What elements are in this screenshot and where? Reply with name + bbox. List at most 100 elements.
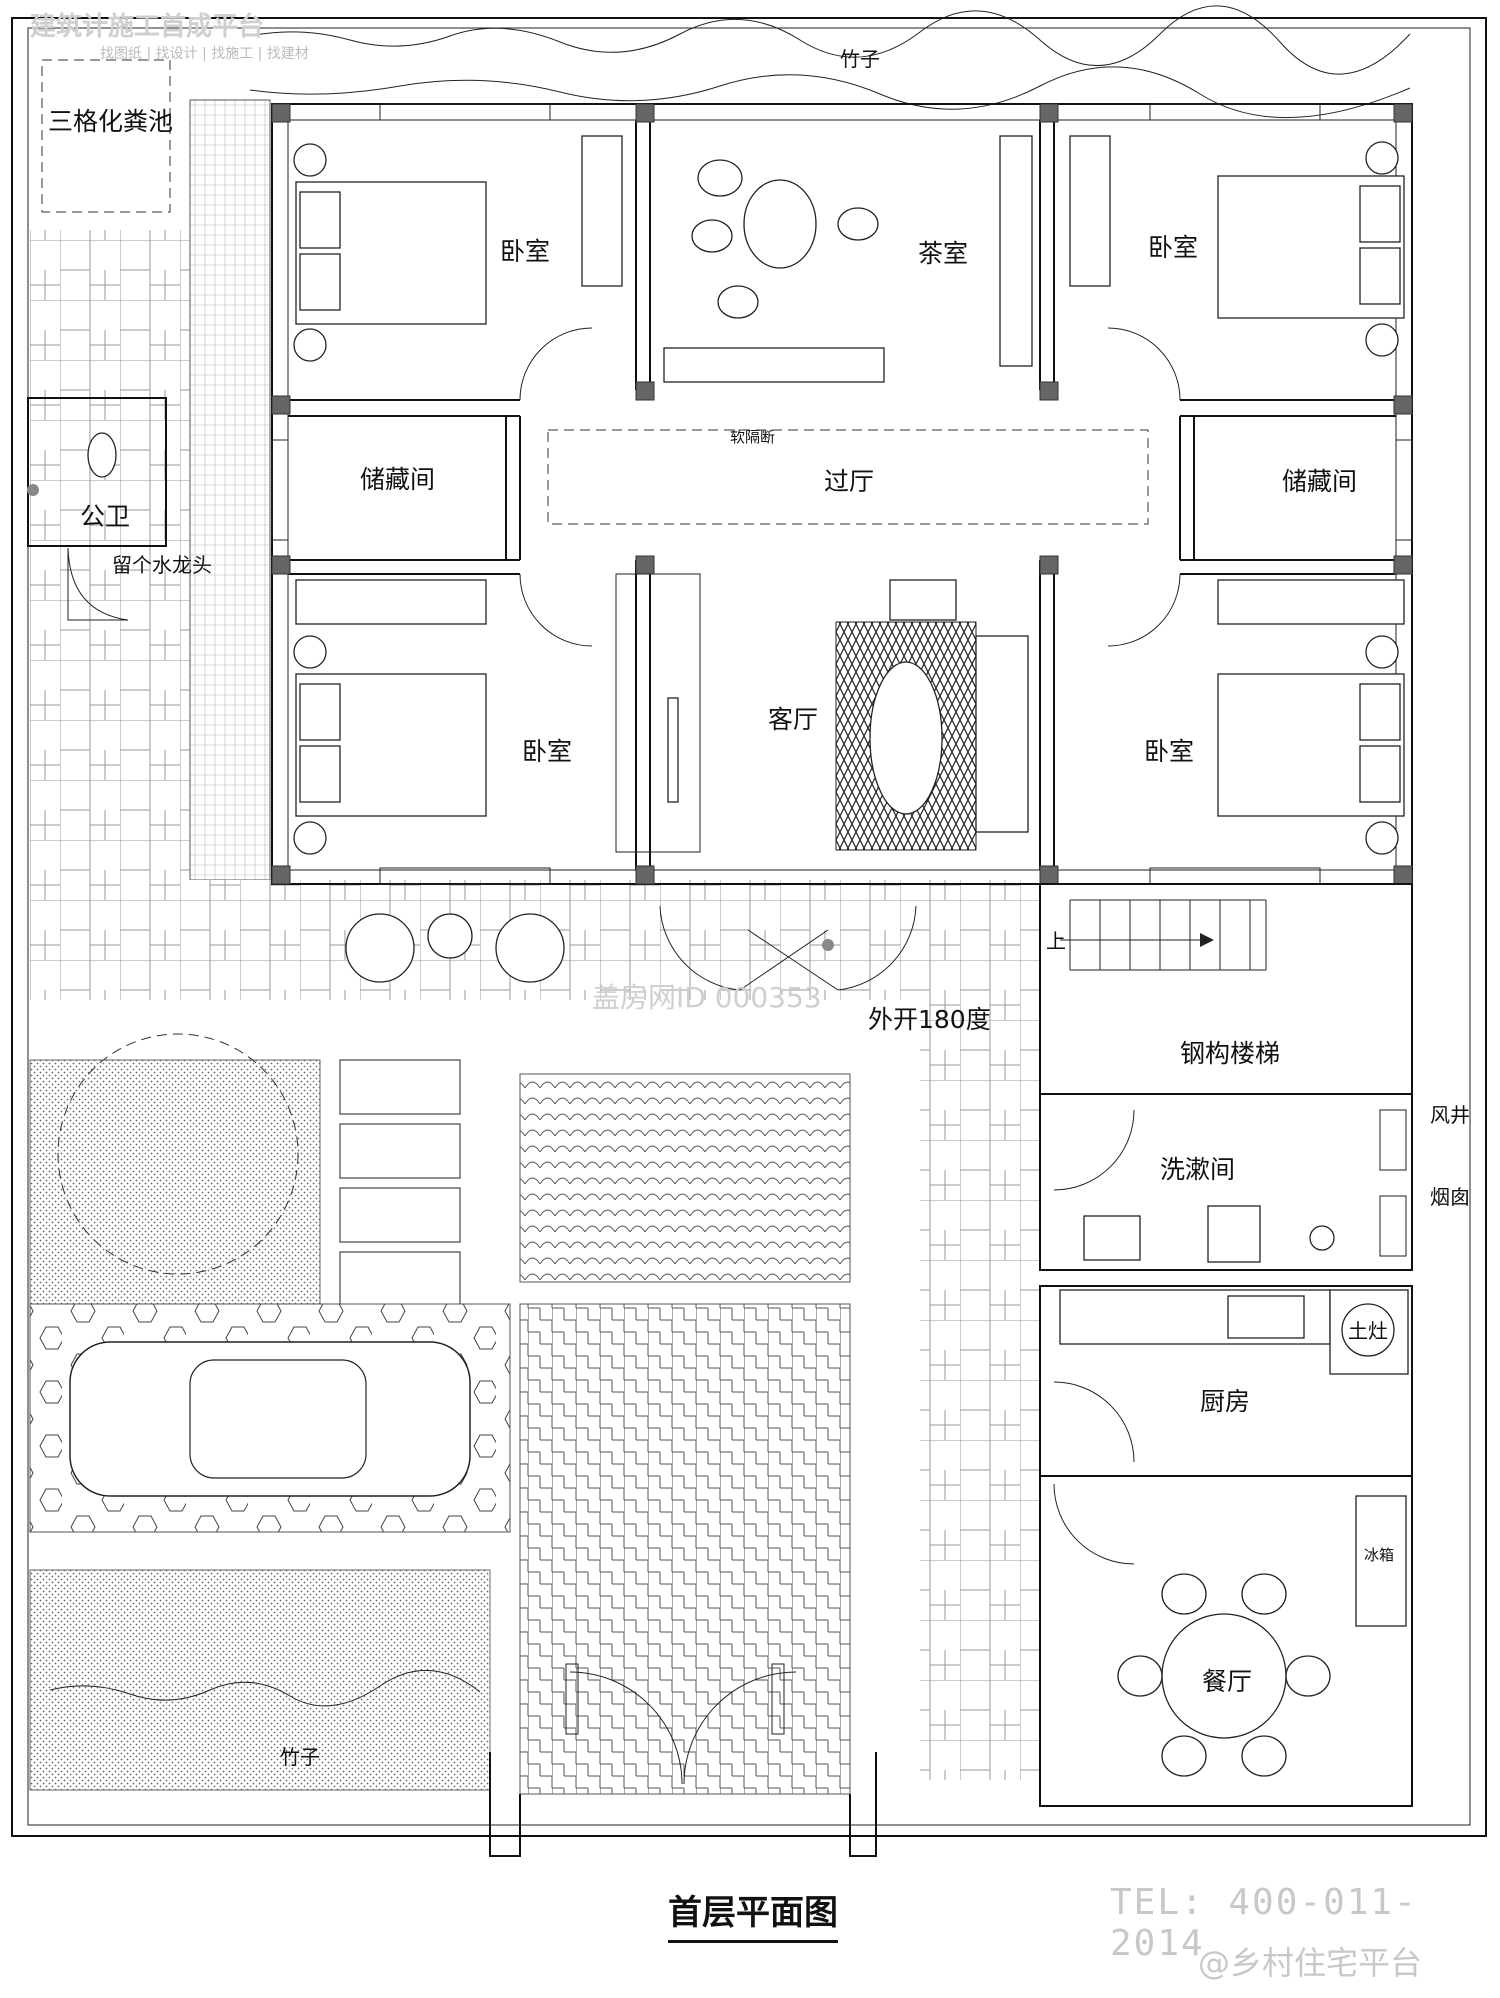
pillow-sw-b [299,745,341,803]
herringbone-paving [519,1303,851,1795]
nightstand-sw-b [293,821,327,855]
faucet-label: 留个水龙头 [112,553,212,577]
nightstand-se-b [1365,821,1399,855]
public-wc [27,397,167,547]
pillow-nw-a [299,191,341,249]
partition-walls [288,120,1396,870]
steel-stair-label: 钢构楼梯 [1180,1039,1280,1068]
fridge-label: 冰箱 [1364,1546,1394,1564]
stair-up-label: 上 [1046,929,1066,953]
washer [1207,1205,1261,1263]
nightstand-sw-a [293,635,327,669]
sofa [975,635,1029,833]
door-pivot-marker [822,939,834,951]
pillow-nw-b [299,253,341,311]
watermark-logo: 建筑计施工首成平台 找图纸 | 找设计 | 找施工 | 找建材 [30,6,309,63]
lawn-nw [29,1059,321,1311]
bamboo-bottom-label: 竹子 [280,1745,320,1769]
tv-wall [667,697,679,803]
windows [271,103,1413,885]
storage-e-label: 储藏间 [1282,467,1357,496]
bedroom-ne-label: 卧室 [1148,233,1198,262]
wardrobe-se [1217,579,1405,625]
contact-tel: TEL: 400-011-2014 [1110,1882,1418,1964]
drawing-title: 首层平面图 [668,1885,838,1943]
front-gate-doors [565,1663,797,1785]
nightstand-nw-b [293,328,327,362]
septic-tank [41,59,171,213]
side-paving [920,1000,1040,1780]
dining-door [1053,1483,1135,1565]
coffee-table [869,661,943,815]
plot-boundary [11,17,1487,1837]
bamboo-top-label: 竹子 [840,47,880,71]
water-heater [1309,1225,1335,1251]
watermark-logo-main: 建筑计施工首成平台 [30,12,265,42]
structural-columns [271,103,1413,885]
wardrobe-ne [1069,135,1111,287]
soft-partition-label: 软隔断 [730,428,775,446]
pillow-se-b [1359,745,1401,803]
pillow-ne-b [1359,247,1401,305]
nightstand-nw-a [293,143,327,177]
nightstand-ne-b [1365,323,1399,357]
laundry-door [1053,1109,1135,1191]
bedroom-sw-label: 卧室 [522,737,572,766]
car-icon [69,1341,471,1497]
left-paving [30,230,190,960]
hall-doors [519,327,1181,647]
laundry-sink [1083,1215,1141,1261]
front-gate-posts [489,1752,877,1857]
hall-label: 过厅 [824,467,874,496]
public-wc-label: 公卫 [80,502,130,531]
pillow-ne-a [1359,185,1401,243]
bamboo-strip-top [249,5,1411,118]
stove-label: 土灶 [1348,1319,1388,1343]
tv-cabinet [615,573,701,853]
stair-arrowhead [1200,933,1214,947]
bamboo-strip-bottom [49,1669,481,1707]
nightstand-se-a [1365,635,1399,669]
inner-courtyard-line [27,27,1471,1826]
tea-bench [663,347,885,383]
entrance-doors [659,905,917,991]
stepping-stones [339,1059,461,1307]
kitchen-label: 厨房 [1200,1387,1250,1416]
pillow-sw-a [299,683,341,741]
lawn-sw [29,1569,491,1791]
septic-tank-label: 三格化粪池 [48,107,173,136]
cooktop [1227,1295,1305,1339]
wc-door-swing [67,547,129,621]
stair-treads [1069,899,1267,971]
air-shaft-label: 风井 [1430,1103,1470,1127]
wardrobe-nw [581,135,623,287]
tea-room-label: 茶室 [918,239,968,268]
earth-stove-ring [1341,1303,1395,1357]
pillow-se-a [1359,683,1401,741]
laundry-label: 洗漱间 [1160,1155,1235,1184]
hall-ceiling-outline [547,429,1149,525]
porch-chairs [345,913,565,983]
laundry-room [1039,1093,1413,1271]
living-room-label: 客厅 [768,705,818,734]
wood-deck-strip [189,99,271,881]
dining-label: 餐厅 [1202,1667,1252,1696]
chimney-label: 烟囱 [1430,1185,1470,1209]
air-shaft [1379,1109,1407,1171]
kitchen-door [1053,1381,1135,1463]
nightstand-ne-a [1365,141,1399,175]
dining-room [1039,1475,1413,1807]
squat-toilet-icon [87,432,117,478]
watermark-id: 盖房网ID 000353 [592,981,822,1014]
dining-chairs [1117,1573,1331,1777]
wardrobe-sw [295,579,487,625]
fridge [1355,1495,1407,1627]
scale-paving [519,1073,851,1283]
tree-canopy [57,1033,299,1275]
wc-marker [27,484,39,496]
bedroom-nw-label: 卧室 [500,237,550,266]
watermark-logo-sub: 找图纸 | 找设计 | 找施工 | 找建材 [100,46,309,62]
door-swing-label: 外开180度 [868,1005,991,1034]
platform-credit: @乡村住宅平台 [1198,1944,1423,1982]
